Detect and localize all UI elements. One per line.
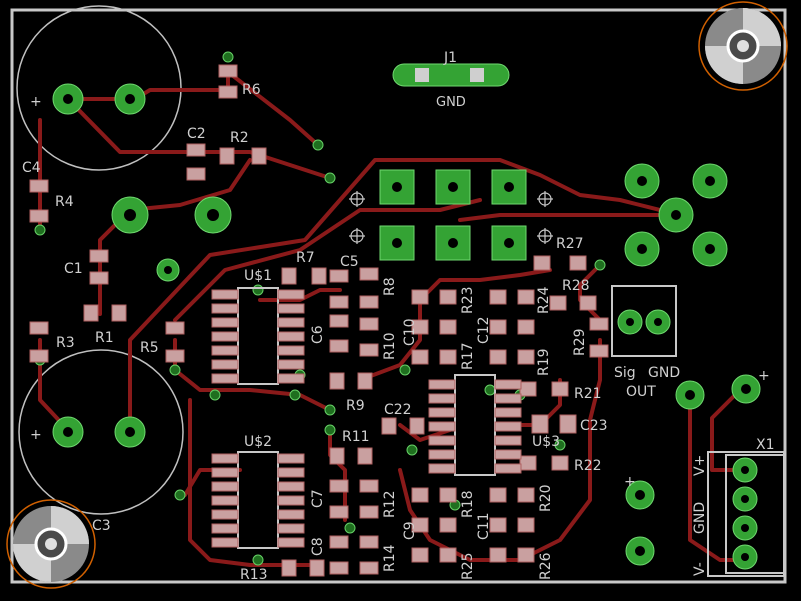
label-c11: C11 [476,512,492,540]
label-r26: R26 [538,552,554,580]
label-plus-bottom: + [30,427,42,443]
label-gnd-right: GND [648,365,680,381]
label-j1: J1 [443,50,457,66]
label-r20: R20 [538,484,554,512]
label-c3: C3 [92,518,111,534]
label-r1: R1 [95,330,114,346]
board-outline [10,8,787,584]
ic-u1 [211,287,305,385]
label-r7: R7 [296,250,315,266]
mounting-hole-bottom-left [6,499,96,589]
label-r10: R10 [382,332,398,360]
x1-inner [725,454,785,574]
label-c5: C5 [340,254,359,270]
label-r3: R3 [56,335,75,351]
label-plus-right: + [758,368,770,384]
ic-u3 [428,374,522,476]
label-r21: R21 [574,386,602,402]
crosshair-marks [349,191,553,244]
sig-out-connector [611,285,677,357]
label-r14: R14 [382,544,398,572]
label-r28: R28 [562,278,590,294]
label-r23: R23 [460,286,476,314]
label-r29: R29 [572,328,588,356]
label-r19: R19 [536,348,552,376]
label-r24: R24 [536,286,552,314]
label-r2: R2 [230,130,249,146]
vias [34,51,606,566]
label-u3: U$3 [532,434,560,450]
smd-parts [29,64,609,577]
label-r6: R6 [242,82,261,98]
label-sig: Sig [614,365,636,381]
label-gnd-top: GND [436,95,466,110]
label-r4: R4 [55,194,74,210]
label-u1: U$1 [244,268,272,284]
label-out: OUT [626,384,656,400]
label-c1: C1 [64,261,83,277]
label-r17: R17 [460,342,476,370]
cap-c3-outline [18,349,184,515]
label-r22: R22 [574,458,602,474]
label-c8: C8 [310,537,326,556]
label-c2: C2 [187,126,206,142]
label-r25: R25 [460,552,476,580]
label-c10: C10 [402,318,418,346]
label-plus-top: + [30,94,42,110]
label-c22: C22 [384,402,412,418]
label-r11: R11 [342,429,370,445]
label-x1: X1 [756,437,775,453]
label-c6: C6 [310,325,326,344]
label-u2: U$2 [244,434,272,450]
label-r12: R12 [382,490,398,518]
label-r9: R9 [346,398,365,414]
label-plus-center: + [624,474,636,490]
label-c12: C12 [476,316,492,344]
label-c7: C7 [310,489,326,508]
label-r13: R13 [240,567,268,583]
component-labels: J1 GND R6 C2 R2 C4 R4 C1 R1 R3 R5 R7 C5 … [22,50,775,583]
label-r27: R27 [556,236,584,252]
label-c9: C9 [402,521,418,540]
label-c23: C23 [580,418,608,434]
label-gnd-x1: GND [692,502,708,534]
through-hole-pads [52,63,785,577]
label-r5: R5 [140,340,159,356]
label-vplus: V+ [692,455,708,476]
label-r8: R8 [382,277,398,296]
label-vminus: V- [692,562,708,576]
mounting-hole-top-right [698,1,788,91]
ic-u2 [211,451,305,549]
label-r18: R18 [460,490,476,518]
label-c4: C4 [22,160,41,176]
